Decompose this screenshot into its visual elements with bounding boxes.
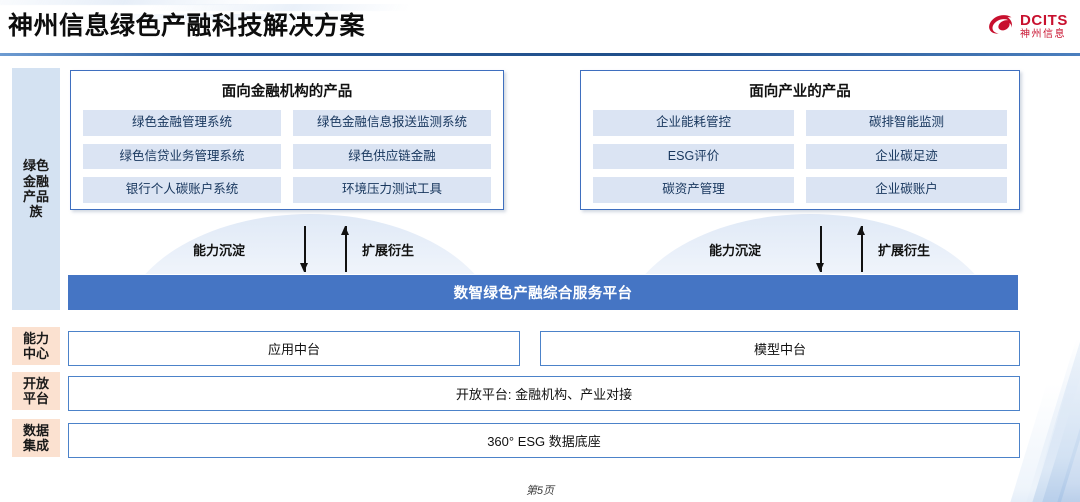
- product-chip[interactable]: 企业碳账户: [806, 177, 1007, 203]
- flow-group-left: 能力沉淀: [193, 226, 309, 272]
- product-chip[interactable]: 绿色信贷业务管理系统: [83, 143, 281, 169]
- flow-label-down-left: 能力沉淀: [193, 242, 246, 258]
- page-title: 神州信息绿色产融科技解决方案: [8, 12, 366, 40]
- product-chip[interactable]: 环境压力测试工具: [293, 177, 491, 203]
- data-integration-box-label: 360° ESG 数据底座: [487, 434, 601, 449]
- capability-box-label-0: 应用中台: [267, 342, 320, 357]
- capability-box-application-midend[interactable]: 应用中台: [68, 331, 520, 366]
- sidebar-item-data-integration[interactable]: 数据 集成: [12, 419, 60, 457]
- arrow-down-icon: [816, 226, 825, 272]
- data-integration-box[interactable]: 360° ESG 数据底座: [68, 423, 1020, 458]
- flow-label-down-right: 能力沉淀: [709, 242, 762, 258]
- sidebar-label-1: 能力 中心: [22, 330, 49, 361]
- capability-box-label-1: 模型中台: [753, 342, 806, 357]
- panel-title-0: 面向金融机构的产品: [221, 84, 353, 100]
- platform-bar-label: 数智绿色产融综合服务平台: [453, 286, 633, 302]
- product-chip[interactable]: 绿色供应链金融: [293, 143, 491, 169]
- flow-dome-right: [620, 214, 1000, 274]
- product-chip[interactable]: 绿色金融信息报送监测系统: [293, 110, 491, 136]
- page-number-footer: 第5页: [525, 485, 555, 497]
- logo-text-cn: 神州信息: [1020, 28, 1066, 40]
- slide-header: 神州信息绿色产融科技解决方案 DCITS 神州信息: [0, 0, 1080, 56]
- product-chip[interactable]: 绿色金融管理系统: [83, 110, 281, 136]
- flow-group-left-up: 扩展衍生: [341, 226, 414, 272]
- product-chip[interactable]: 企业碳足迹: [806, 143, 1007, 169]
- dcits-swirl-icon: [989, 14, 1012, 34]
- capability-box-model-midend[interactable]: 模型中台: [540, 331, 1020, 366]
- logo-text-en: DCITS: [1020, 11, 1068, 29]
- sidebar-label-0: 绿色 金融 产品 族: [22, 158, 49, 220]
- sidebar-label-3: 数据 集成: [22, 422, 49, 453]
- product-panel-financial-institutions: 面向金融机构的产品 绿色金融管理系统 绿色金融信息报送监测系统 绿色信贷业务管理…: [70, 70, 504, 210]
- panel-items-1: 企业能耗管控 碳排智能监测 ESG评价 企业碳足迹 碳资产管理 企业碳账户: [581, 110, 1019, 214]
- arrow-up-icon: [341, 226, 350, 272]
- product-chip[interactable]: 企业能耗管控: [593, 110, 794, 136]
- product-chip[interactable]: 碳资产管理: [593, 177, 794, 203]
- sidebar-item-capability-center[interactable]: 能力 中心: [12, 327, 60, 365]
- company-logo: DCITS 神州信息: [987, 8, 1068, 44]
- product-chip[interactable]: ESG评价: [593, 143, 794, 169]
- flow-group-right-up: 扩展衍生: [857, 226, 930, 272]
- sidebar-label-2: 开放 平台: [22, 375, 49, 406]
- product-chip[interactable]: 碳排智能监测: [806, 110, 1007, 136]
- arrow-up-icon: [857, 226, 866, 272]
- product-panel-industry: 面向产业的产品 企业能耗管控 碳排智能监测 ESG评价 企业碳足迹 碳资产管理 …: [580, 70, 1020, 210]
- flow-label-up-left: 扩展衍生: [362, 242, 415, 258]
- arrow-down-icon: [300, 226, 309, 272]
- product-chip[interactable]: 银行个人碳账户系统: [83, 177, 281, 203]
- sidebar-item-open-platform[interactable]: 开放 平台: [12, 372, 60, 410]
- header-divider: [0, 53, 1080, 56]
- flow-label-up-right: 扩展衍生: [878, 242, 931, 258]
- platform-bar[interactable]: 数智绿色产融综合服务平台: [68, 275, 1018, 310]
- panel-title-1: 面向产业的产品: [749, 84, 851, 100]
- open-platform-box[interactable]: 开放平台: 金融机构、产业对接: [68, 376, 1020, 411]
- flow-group-right: 能力沉淀: [709, 226, 825, 272]
- open-platform-box-label: 开放平台: 金融机构、产业对接: [455, 387, 633, 402]
- sidebar-item-green-finance-products[interactable]: 绿色 金融 产品 族: [12, 68, 60, 310]
- flow-dome-left: [120, 214, 500, 274]
- panel-items-0: 绿色金融管理系统 绿色金融信息报送监测系统 绿色信贷业务管理系统 绿色供应链金融…: [71, 110, 503, 214]
